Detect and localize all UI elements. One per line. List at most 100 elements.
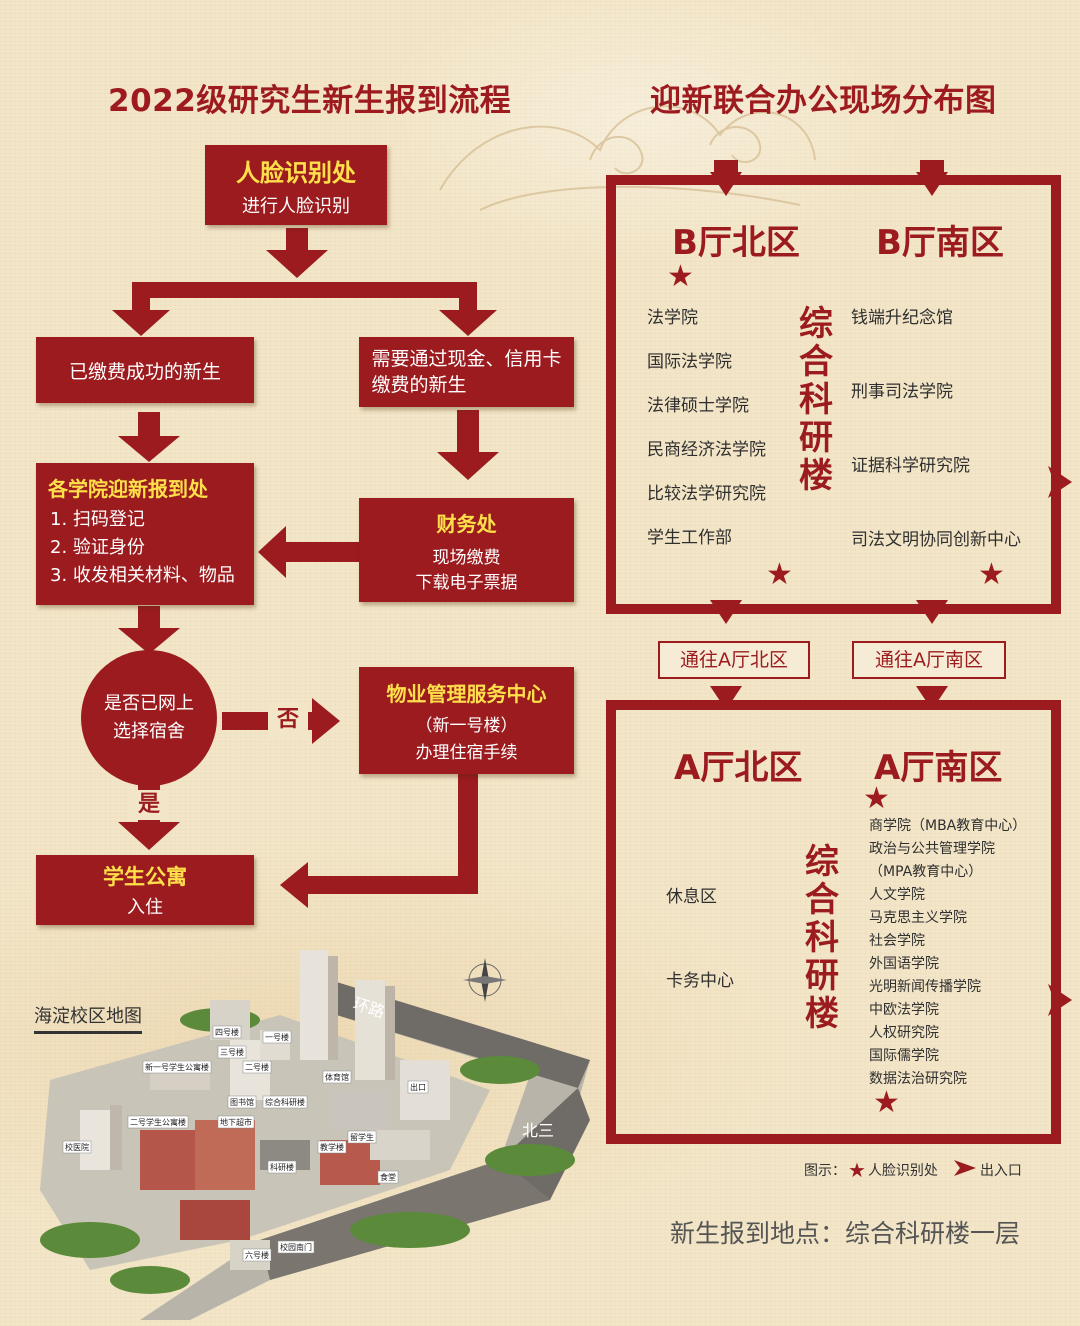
finance-office-box: 财务处 现场缴费 下载电子票据 xyxy=(359,498,574,602)
college-desk-title: 各学院迎新报到处 xyxy=(48,477,208,501)
cash-students-box: 需要通过现金、信用卡缴费的新生 xyxy=(359,337,574,407)
center-label-char: 楼 xyxy=(799,456,833,496)
legend-prefix: 图示： xyxy=(804,1163,846,1179)
map-label-plate xyxy=(217,1045,247,1059)
map-building-label: 科研楼 xyxy=(270,1162,294,1172)
hall-department: 光明新闻传播学院 xyxy=(869,979,981,995)
college-step: 2. 验证身份 xyxy=(50,537,145,558)
center-label-char: 楼 xyxy=(805,994,839,1034)
legend-star-icon: ★ xyxy=(848,1158,866,1182)
decision-yes-label: 是 xyxy=(130,790,168,820)
map-building-label: 二号学生公寓楼 xyxy=(130,1117,186,1127)
b-hall-north-heading: B厅北区 xyxy=(672,223,800,263)
face-recognition-star-icon: ★ xyxy=(978,557,1005,592)
paid-students-box: 已缴费成功的新生 xyxy=(36,337,254,403)
decision-no-label: 否 xyxy=(268,702,308,738)
hall-department: 数据法治研究院 xyxy=(869,1071,967,1087)
center-label-char: 科 xyxy=(805,918,839,958)
campus-map: 环路 北三 四号楼一号楼二号楼三号楼新一号学生公寓楼图书馆综合科研楼体育馆出口地… xyxy=(40,950,590,1320)
map-label-plate xyxy=(212,1025,242,1039)
property-center-box: 物业管理服务中心 （新一号楼） 办理住宿手续 xyxy=(359,667,574,774)
hall-department: （MPA教育中心） xyxy=(869,864,983,880)
center-label-char: 综 xyxy=(805,842,839,882)
dormitory-box: 学生公寓 入住 xyxy=(36,855,254,925)
paid-students-text: 已缴费成功的新生 xyxy=(68,360,221,383)
hall-department: 休息区 xyxy=(666,887,717,907)
a-hall-north-heading: A厅北区 xyxy=(674,748,803,788)
decision-line2: 选择宿舍 xyxy=(113,721,185,742)
center-label-char: 研 xyxy=(799,418,833,458)
hall-department: 刑事司法学院 xyxy=(851,382,953,402)
college-step: 3. 收发相关材料、物品 xyxy=(50,565,235,586)
hall-department: 学生工作部 xyxy=(647,528,732,548)
decision-line1: 是否已网上 xyxy=(104,693,194,714)
finance-office-title: 财务处 xyxy=(436,511,497,536)
finance-office-l1: 现场缴费 xyxy=(432,547,501,568)
map-building-label: 六号楼 xyxy=(245,1250,269,1260)
map-label-plate xyxy=(322,1070,352,1084)
decision-node: 是否已网上 选择宿舍 xyxy=(81,690,217,746)
map-building-label: 校园南门 xyxy=(280,1242,312,1252)
map-label-plate xyxy=(277,1240,315,1254)
map-building-label: 三号楼 xyxy=(220,1047,244,1057)
map-label-plate xyxy=(62,1140,92,1154)
map-building-label: 四号楼 xyxy=(215,1027,239,1037)
dormitory-title: 学生公寓 xyxy=(103,865,187,889)
finance-office-l2: 下载电子票据 xyxy=(415,572,518,593)
center-label-char: 科 xyxy=(799,380,833,420)
a-hall-south-heading: A厅南区 xyxy=(874,748,1003,788)
face-recognition-star-icon: ★ xyxy=(873,1085,900,1120)
a-hall-center-label: 综合科研楼 xyxy=(802,843,842,1033)
cloud-decoration xyxy=(439,105,816,211)
map-building-label: 出口 xyxy=(410,1082,426,1092)
face-recognition-title: 人脸识别处 xyxy=(236,158,356,187)
center-label-char: 研 xyxy=(805,956,839,996)
hall-department: 马克思主义学院 xyxy=(869,910,967,926)
college-desk-steps: 1. 扫码登记 2. 验证身份 3. 收发相关材料、物品 xyxy=(50,506,254,590)
hall-department: 法律硕士学院 xyxy=(647,396,749,416)
map-label-plate xyxy=(347,1130,377,1144)
hall-department: 法学院 xyxy=(647,308,698,328)
a-hall-frame xyxy=(606,700,1061,1144)
map-building-label: 校医院 xyxy=(65,1142,89,1152)
map-building-label: 体育馆 xyxy=(325,1072,349,1082)
map-label: 海淀校区地图 xyxy=(34,1002,142,1034)
hall-department: 人文学院 xyxy=(869,887,925,903)
map-label-plate xyxy=(262,1095,308,1109)
face-recognition-box: 人脸识别处 进行人脸识别 xyxy=(205,145,387,225)
legend-door-icon xyxy=(953,1159,976,1181)
hall-department: 民商经济法学院 xyxy=(647,440,766,460)
hall-department: 证据科学研究院 xyxy=(851,456,970,476)
map-label-plate xyxy=(127,1115,189,1129)
map-building-label: 食堂 xyxy=(380,1172,396,1182)
map-label-plate xyxy=(217,1115,255,1129)
hall-department: 政治与公共管理学院 xyxy=(869,841,995,857)
hall-department: 外国语学院 xyxy=(869,956,939,972)
property-center-title: 物业管理服务中心 xyxy=(386,682,547,706)
map-label-plate xyxy=(227,1095,257,1109)
map-label-plate xyxy=(407,1080,429,1094)
hall-department: 国际法学院 xyxy=(647,352,732,372)
map-label-plate xyxy=(377,1170,399,1184)
college-step: 1. 扫码登记 xyxy=(50,509,145,530)
center-label-char: 综 xyxy=(799,304,833,344)
hall-department: 中欧法学院 xyxy=(869,1002,939,1018)
hall-department: 卡务中心 xyxy=(666,971,734,991)
face-recognition-star-icon: ★ xyxy=(863,781,890,816)
legend: 图示： ★ 人脸识别处 出入口 xyxy=(804,1158,1022,1182)
map-building-label: 新一号学生公寓楼 xyxy=(145,1062,209,1072)
hall-department: 司法文明协同创新中心 xyxy=(851,530,1021,550)
hall-department: 商学院（MBA教育中心） xyxy=(869,818,1027,834)
center-label-char: 合 xyxy=(799,342,833,382)
hall-department: 社会学院 xyxy=(869,933,925,949)
map-building-label: 二号楼 xyxy=(245,1062,269,1072)
legend-door-label: 出入口 xyxy=(979,1163,1022,1179)
map-label-plate xyxy=(262,1030,292,1044)
map-label-plate xyxy=(317,1140,347,1154)
cash-students-text: 需要通过现金、信用卡缴费的新生 xyxy=(371,348,562,396)
hall-department: 比较法学研究院 xyxy=(647,484,766,504)
property-center-l2: 办理住宿手续 xyxy=(415,743,518,763)
hall-department: 人权研究院 xyxy=(869,1025,939,1041)
property-center-l1: （新一号楼） xyxy=(415,716,518,736)
to-a-north-passage: 通往A厅北区 xyxy=(658,641,810,679)
